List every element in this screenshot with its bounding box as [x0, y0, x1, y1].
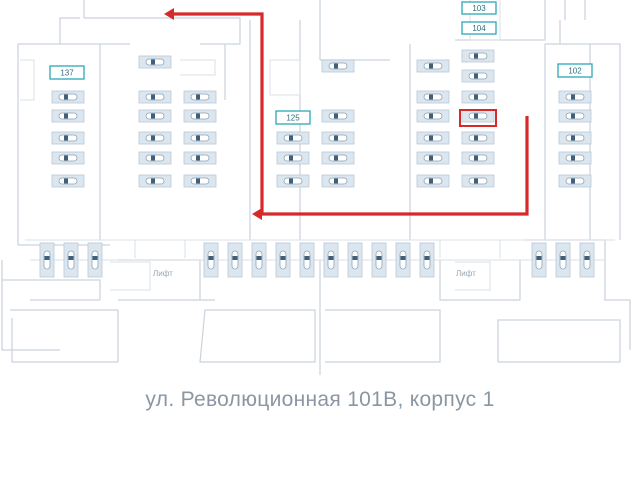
parking-spot [558, 151, 592, 165]
route-arrow-top [164, 8, 174, 20]
parking-spot [419, 242, 435, 278]
parking-spot [321, 109, 355, 123]
parking-spot [461, 109, 495, 123]
parking-spot [558, 131, 592, 145]
parking-spot [461, 49, 495, 63]
route-arrow-middle [252, 208, 262, 220]
parking-spot [63, 242, 79, 278]
parking-spot [183, 151, 217, 165]
parking-spot [203, 242, 219, 278]
parking-spot [299, 242, 315, 278]
lift-label-left: Лифт [153, 269, 173, 278]
parking-spot [321, 59, 355, 73]
parking-spots [39, 49, 595, 278]
parking-spot [138, 90, 172, 104]
parking-spot [558, 109, 592, 123]
parking-spot [416, 131, 450, 145]
spot-number-137-text: 137 [60, 69, 74, 78]
parking-spot [138, 174, 172, 188]
parking-spot [416, 151, 450, 165]
spot-number-125: 125 [275, 110, 311, 125]
parking-spot [138, 131, 172, 145]
parking-spot [138, 55, 172, 69]
parking-spot [138, 151, 172, 165]
selected-parking-spot[interactable] [459, 109, 497, 127]
spot-number-103-text: 103 [472, 4, 486, 13]
parking-spot [138, 109, 172, 123]
parking-spot [416, 59, 450, 73]
parking-spot [461, 151, 495, 165]
parking-spot [51, 109, 85, 123]
parking-spot [321, 131, 355, 145]
parking-spot [275, 242, 291, 278]
spot-number-104: 104 [461, 21, 497, 35]
walls [1, 0, 631, 375]
parking-spot [276, 174, 310, 188]
spot-number-102-text: 102 [568, 67, 582, 76]
spot-number-103: 103 [461, 1, 497, 15]
spot-number-102: 102 [557, 63, 593, 78]
parking-spot [87, 242, 103, 278]
spot-number-125-text: 125 [286, 114, 300, 123]
parking-spot [39, 242, 55, 278]
parking-spot [531, 242, 547, 278]
parking-spot [461, 131, 495, 145]
parking-spot [461, 90, 495, 104]
parking-spot [51, 151, 85, 165]
parking-spot [416, 90, 450, 104]
parking-spot [183, 90, 217, 104]
parking-spot [555, 242, 571, 278]
parking-spot [347, 242, 363, 278]
parking-spot [461, 69, 495, 83]
parking-spot [51, 90, 85, 104]
parking-spot [183, 109, 217, 123]
lift-label-right: Лифт [456, 269, 476, 278]
parking-spot [321, 151, 355, 165]
parking-spot [51, 174, 85, 188]
parking-spot [416, 174, 450, 188]
parking-spot [276, 151, 310, 165]
parking-spot [251, 242, 267, 278]
address-caption: ул. Революционная 101В, корпус 1 [145, 388, 495, 411]
parking-spot [227, 242, 243, 278]
spot-number-104-text: 104 [472, 24, 486, 33]
parking-spot [558, 90, 592, 104]
parking-spot [183, 131, 217, 145]
parking-spot [558, 174, 592, 188]
parking-spot [579, 242, 595, 278]
parking-spot [276, 131, 310, 145]
parking-spot [416, 109, 450, 123]
route [164, 8, 529, 220]
parking-spot [321, 174, 355, 188]
parking-spot [395, 242, 411, 278]
parking-spot [323, 242, 339, 278]
parking-spot [461, 174, 495, 188]
parking-spot [371, 242, 387, 278]
spot-number-137: 137 [49, 65, 85, 80]
parking-spot [183, 174, 217, 188]
parking-spot [51, 131, 85, 145]
